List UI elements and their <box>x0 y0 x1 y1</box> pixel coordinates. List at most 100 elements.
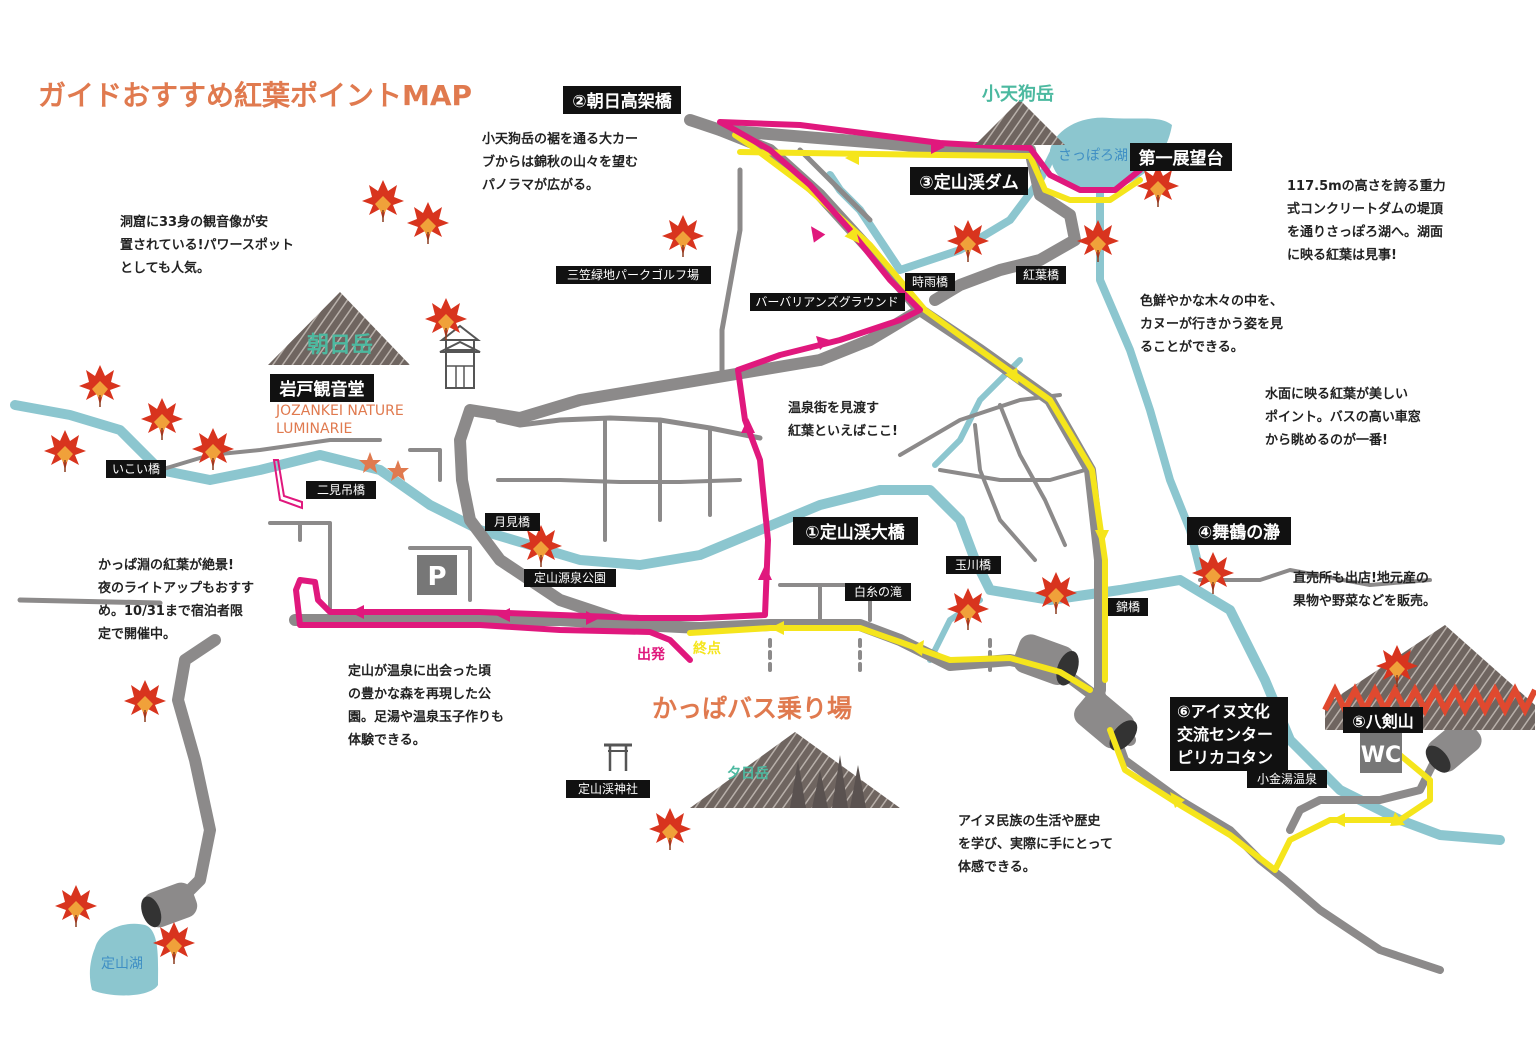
svg-text:二見吊橋: 二見吊橋 <box>317 483 365 497</box>
svg-text:バーバリアンズグラウンド: バーバリアンズグラウンド <box>755 294 898 309</box>
label-gensen: 定山源泉公園 <box>524 569 616 587</box>
svg-text:月見橋: 月見橋 <box>494 515 530 529</box>
svg-text:パノラマが広がる。: パノラマが広がる。 <box>482 177 599 193</box>
road-town-11 <box>938 468 1087 482</box>
svg-text:117.5mの高さを誇る重力: 117.5mの高さを誇る重力 <box>1287 178 1446 194</box>
svg-text:温泉街を見渡す: 温泉街を見渡す <box>788 400 879 416</box>
tunnel-east <box>1074 690 1138 751</box>
label-shrine: 定山渓神社 <box>566 780 650 798</box>
label-tamagawa: 玉川橋 <box>946 556 1001 574</box>
svg-text:いこい橋: いこい橋 <box>112 462 160 476</box>
svg-text:時雨橋: 時雨橋 <box>912 275 948 289</box>
road-west-a <box>158 438 382 472</box>
desc-canoe: 色鮮やかな木々の中を、 カヌーが行きかう姿を見 ることができる。 <box>1140 293 1283 355</box>
desc-park: 定山が温泉に出会った頃 の豊かな森を再現した公 園。足湯や温泉玉子作りも 体験で… <box>347 663 504 748</box>
label-koganeyu: 小金湯温泉 <box>1247 770 1327 788</box>
point-jozankei-dam: ③定山渓ダム <box>910 167 1028 195</box>
point-jozankei-bridge: ①定山渓大橋 <box>793 517 918 545</box>
star-icons <box>359 452 409 481</box>
route-arrows <box>350 140 1405 827</box>
svg-text:直売所も出店!地元産の: 直売所も出店!地元産の <box>1293 570 1429 586</box>
road-town-4 <box>496 478 742 484</box>
svg-text:紅葉といえばここ!: 紅葉といえばここ! <box>788 423 898 439</box>
svg-text:ピリカコタン: ピリカコタン <box>1177 748 1273 767</box>
river-tributary <box>932 357 1023 468</box>
label-shigure: 時雨橋 <box>905 273 955 291</box>
suspension-bridge-icon <box>272 459 303 510</box>
svg-text:④舞鶴の瀞: ④舞鶴の瀞 <box>1198 522 1280 543</box>
svg-text:紅葉橋: 紅葉橋 <box>1023 268 1059 282</box>
road-east-b <box>1286 736 1449 834</box>
label-shiraito: 白糸の滝 <box>845 583 911 601</box>
svg-text:園。足湯や温泉玉子作りも: 園。足湯や温泉玉子作りも <box>348 709 504 725</box>
svg-text:玉川橋: 玉川橋 <box>955 558 991 572</box>
mountain-yuhi <box>690 732 900 808</box>
svg-text:三笠緑地パークゴルフ場: 三笠緑地パークゴルフ場 <box>567 267 699 282</box>
label-nishiki: 錦橋 <box>1108 598 1148 616</box>
svg-text:ブからは錦秋の山々を望む: ブからは錦秋の山々を望む <box>482 154 638 170</box>
svg-text:定山渓神社: 定山渓神社 <box>578 781 638 796</box>
bus-stop-label: かっぱバス乗り場 <box>652 694 852 723</box>
point-ainu-center: ⑥アイヌ文化 交流センター ピリカコタン <box>1170 697 1288 771</box>
svg-text:⑥アイヌ文化: ⑥アイヌ文化 <box>1177 702 1270 721</box>
road-west-e <box>408 448 442 482</box>
map-title: ガイドおすすめ紅葉ポイントMAP <box>38 79 472 112</box>
kotengu-label: 小天狗岳 <box>982 83 1054 105</box>
svg-text:の豊かな森を再現した公: の豊かな森を再現した公 <box>348 686 491 702</box>
svg-text:を学び、実際に手にとって: を学び、実際に手にとって <box>958 836 1113 852</box>
svg-text:⑤八剣山: ⑤八剣山 <box>1352 712 1414 731</box>
river-east <box>1096 146 1204 574</box>
desc-onsen-view: 温泉街を見渡す 紅葉といえばここ! <box>788 400 898 439</box>
svg-text:体験できる。: 体験できる。 <box>348 732 426 748</box>
svg-text:洞窟に33身の観音像が安: 洞窟に33身の観音像が安 <box>120 214 268 230</box>
bus-start-label: 出発 <box>637 646 666 663</box>
jozan-lake <box>89 923 159 996</box>
jozan-lake-label: 定山湖 <box>101 956 143 972</box>
tunnel-yatsu <box>1425 719 1482 773</box>
road-town-2 <box>797 147 873 223</box>
svg-text:式コンクリートダムの堤頂: 式コンクリートダムの堤頂 <box>1287 201 1444 217</box>
road-town-8 <box>898 393 1062 457</box>
svg-text:としても人気。: としても人気。 <box>120 260 210 276</box>
label-ikoi: いこい橋 <box>106 460 166 478</box>
desc-maizuru: 水面に映る紅葉が美しい ポイント。バスの高い車窓 から眺めるのが一番! <box>1265 386 1421 448</box>
road-loop <box>454 304 926 626</box>
point-maizuru: ④舞鶴の瀞 <box>1187 517 1291 545</box>
svg-text:め。10/31まで宿泊者限: め。10/31まで宿泊者限 <box>98 603 244 619</box>
svg-text:定山が温泉に出会った頃: 定山が温泉に出会った頃 <box>347 663 492 679</box>
luminarie-line2: LUMINARIE <box>276 421 352 437</box>
desc-kannon: 洞窟に33身の観音像が安 置されている!パワースポット としても人気。 <box>120 214 294 276</box>
label-futami: 二見吊橋 <box>306 481 376 499</box>
svg-text:②朝日高架橋: ②朝日高架橋 <box>572 91 672 112</box>
road-town-10 <box>998 403 1067 547</box>
svg-text:定山源泉公園: 定山源泉公園 <box>534 570 606 585</box>
svg-text:水面に映る紅葉が美しい: 水面に映る紅葉が美しい <box>1265 386 1408 402</box>
road-koganeyu-1 <box>1198 568 1432 587</box>
landmark-labels: 時雨橋 紅葉橋 バーバリアンズグラウンド 三笠緑地パークゴルフ場 いこい橋 二見… <box>106 266 1327 798</box>
yellow-route <box>687 132 1433 873</box>
asahi-label: 朝日岳 <box>307 332 373 358</box>
svg-text:P: P <box>427 562 446 592</box>
desc-asahi-bridge: 小天狗岳の裾を通る大カー ブからは錦秋の山々を望む パノラマが広がる。 <box>482 131 638 193</box>
label-mikasa: 三笠緑地パークゴルフ場 <box>556 266 711 284</box>
point-iwato: 岩戸観音堂 <box>270 374 374 402</box>
point-asahi-bridge: ②朝日高架橋 <box>563 86 681 114</box>
svg-text:小金湯温泉: 小金湯温泉 <box>1257 771 1317 786</box>
river-main <box>10 400 1505 845</box>
luminarie-line1: JOZANKEI NATURE <box>275 403 404 419</box>
desc-kappa: かっぱ淵の紅葉が絶景! 夜のライトアップもおすす め。10/31まで宿泊者限 定… <box>97 557 254 642</box>
label-barbarian: バーバリアンズグラウンド <box>750 293 905 311</box>
yuhi-label: 夕日岳 <box>727 765 769 782</box>
svg-text:錦橋: 錦橋 <box>1116 599 1140 614</box>
svg-text:に映る紅葉は見事!: に映る紅葉は見事! <box>1287 247 1397 263</box>
road-town-1 <box>719 167 743 378</box>
parking-sign: P <box>417 555 457 595</box>
svg-text:体感できる。: 体感できる。 <box>958 859 1036 875</box>
svg-text:定で開催中。: 定で開催中。 <box>97 626 176 642</box>
wc-sign: WC <box>1360 733 1402 773</box>
road-town-9 <box>973 423 1037 562</box>
svg-text:③定山渓ダム: ③定山渓ダム <box>919 172 1018 193</box>
sapporo-lake-label: さっぽろ湖 <box>1058 148 1128 164</box>
svg-text:色鮮やかな木々の中を、: 色鮮やかな木々の中を、 <box>1140 293 1283 309</box>
